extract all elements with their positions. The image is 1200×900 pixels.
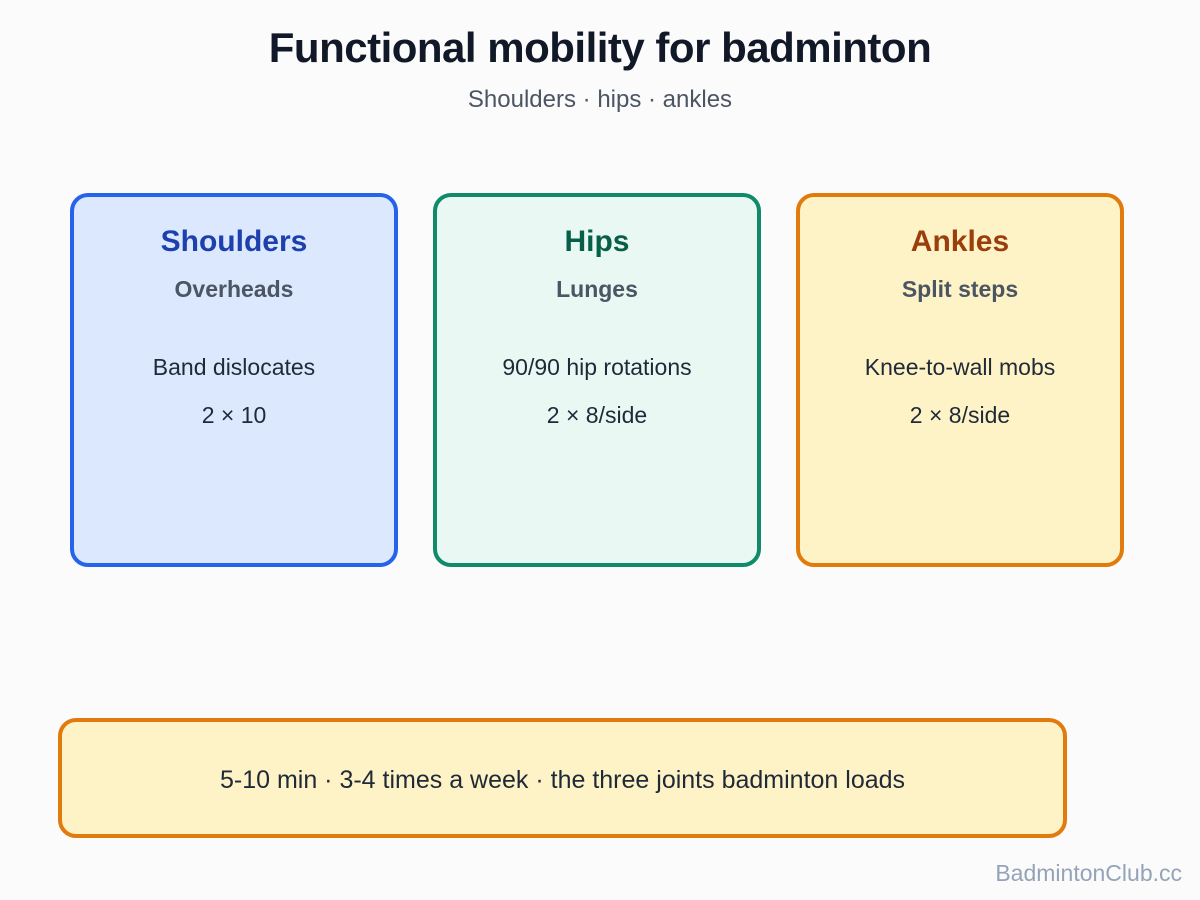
card-dose: 2 × 8/side: [909, 402, 1011, 428]
page-title: Functional mobility for badminton: [268, 24, 932, 71]
summary-text: 5-10 min · 3-4 times a week · the three …: [219, 766, 906, 794]
card-shoulders: Shoulders Overheads Band dislocates 2 × …: [70, 193, 398, 567]
card-exercise: 90/90 hip rotations: [502, 354, 692, 380]
card-exercise: Knee-to-wall mobs: [864, 354, 1056, 380]
card-dose: 2 × 10: [201, 402, 267, 428]
card-title: Hips: [564, 225, 630, 258]
card-exercise: Band dislocates: [152, 354, 316, 380]
watermark: BadmintonClub.cc: [995, 860, 1182, 886]
card-ankles: Ankles Split steps Knee-to-wall mobs 2 ×…: [796, 193, 1124, 567]
card-focus: Lunges: [556, 276, 638, 302]
card-title: Shoulders: [160, 225, 308, 258]
card-focus: Overheads: [174, 276, 294, 302]
summary-box: 5-10 min · 3-4 times a week · the three …: [58, 718, 1067, 838]
card-title: Ankles: [910, 225, 1010, 258]
card-hips: Hips Lunges 90/90 hip rotations 2 × 8/si…: [433, 193, 761, 567]
card-dose: 2 × 8/side: [546, 402, 648, 428]
card-focus: Split steps: [901, 276, 1019, 302]
page-subtitle: Shoulders · hips · ankles: [467, 86, 733, 113]
